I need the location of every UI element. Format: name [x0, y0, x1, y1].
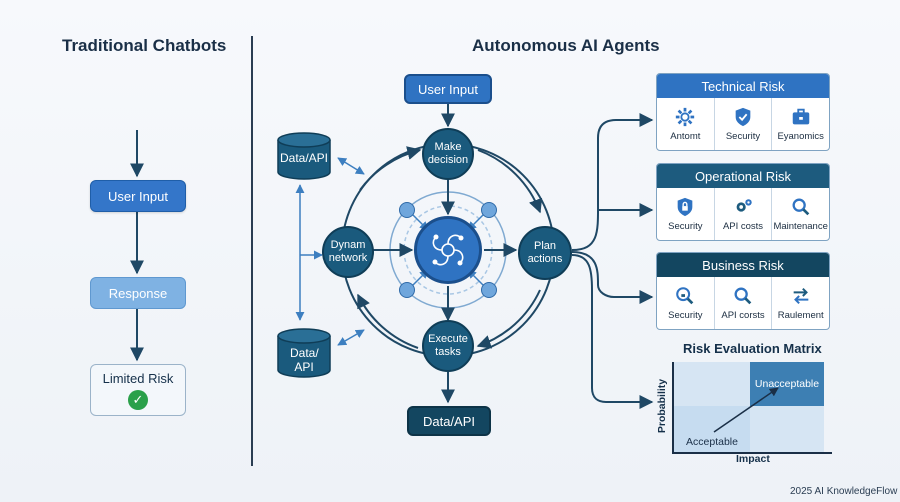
chatbot-user-input: User Input	[90, 180, 186, 212]
matrix-title: Risk Evaluation Matrix	[683, 341, 822, 356]
risk-item-label: Eyanomics	[777, 131, 824, 142]
risk-item: API corsts	[713, 277, 772, 329]
node-make-decision: Make decision	[422, 128, 474, 180]
gears-icon	[736, 199, 752, 212]
database-top-label: Data/API	[279, 151, 329, 165]
business-risk-panel: Business Risk Security API corsts Raulem…	[656, 252, 830, 330]
database-icon	[277, 328, 331, 378]
limited-risk-box: Limited Risk ✓	[90, 364, 186, 416]
risk-item-label: API costs	[722, 221, 764, 232]
matrix-y-label: Probability	[656, 378, 668, 434]
database-icon	[277, 132, 331, 180]
technical-risk-panel: Technical Risk Antomt Security Eyanomics	[656, 73, 830, 151]
matrix-y-axis	[672, 362, 674, 454]
risk-item: Security	[713, 98, 772, 150]
database-bottom-label: Data/ API	[290, 346, 319, 375]
technical-risk-title: Technical Risk	[657, 74, 829, 98]
database-bottom: Data/ API	[276, 328, 332, 378]
risk-matrix: Unacceptable Acceptable Probability Impa…	[656, 362, 834, 466]
network-hub-icon	[432, 234, 464, 266]
gear-icon	[676, 107, 695, 127]
satellite-node	[481, 282, 497, 298]
node-execute-tasks: Execute tasks	[422, 320, 474, 372]
footer-credit: 2025 AI KnowledgeFlow	[790, 486, 898, 497]
matrix-cell	[750, 406, 824, 452]
matrix-x-axis	[672, 452, 832, 454]
risk-item-label: Antomt	[670, 131, 701, 142]
center-title: Autonomous AI Agents	[472, 36, 660, 55]
shield-icon	[735, 107, 751, 127]
risk-item-label: Security	[668, 221, 703, 232]
swap-arrows-icon	[793, 287, 809, 305]
risk-item: API costs	[713, 188, 772, 240]
agent-core	[414, 216, 482, 284]
node-dynam-network: Dynam network	[322, 226, 374, 278]
business-risk-title: Business Risk	[657, 253, 829, 277]
output-data-api: Data/API	[407, 406, 491, 436]
matrix-trend-arrow	[713, 387, 779, 433]
magnifier-icon	[734, 287, 752, 305]
lock-magnifier-icon	[676, 287, 694, 305]
risk-item-label: Raulement	[777, 310, 824, 321]
risk-item: Security	[657, 277, 714, 329]
risk-item-label: Maintenance	[773, 221, 828, 232]
risk-item: Maintenance	[771, 188, 829, 240]
satellite-node	[399, 202, 415, 218]
matrix-cell	[674, 362, 750, 406]
satellite-node	[399, 282, 415, 298]
risk-item: Security	[657, 188, 714, 240]
matrix-acceptable: Acceptable	[674, 406, 750, 452]
section-divider	[251, 36, 253, 466]
operational-risk-title: Operational Risk	[657, 164, 829, 188]
limited-risk-label: Limited Risk	[102, 370, 174, 386]
left-title: Traditional Chatbots	[62, 36, 227, 55]
risk-item-label: Security	[725, 131, 761, 142]
matrix-unacceptable: Unacceptable	[750, 362, 824, 406]
lock-shield-icon	[677, 197, 693, 217]
database-top: Data/API	[276, 132, 332, 180]
briefcase-icon	[792, 108, 809, 125]
matrix-x-label: Impact	[736, 453, 770, 465]
risk-item-label: API corsts	[721, 310, 765, 321]
risk-item: Antomt	[657, 98, 714, 150]
risk-item: Eyanomics	[771, 98, 829, 150]
chatbot-response: Response	[90, 277, 186, 309]
check-icon: ✓	[128, 389, 148, 410]
risk-item: Raulement	[771, 277, 829, 329]
satellite-node	[481, 202, 497, 218]
operational-risk-panel: Operational Risk Security API costs Main…	[656, 163, 830, 241]
node-plan-actions: Plan actions	[518, 226, 572, 280]
risk-item-label: Security	[668, 310, 703, 321]
magnifier-icon	[792, 198, 809, 216]
agent-user-input: User Input	[404, 74, 492, 104]
